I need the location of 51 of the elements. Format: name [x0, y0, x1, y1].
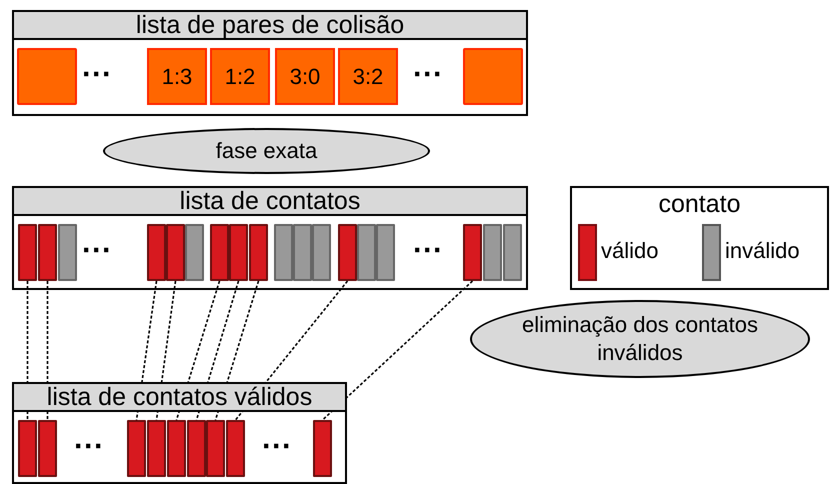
connector-line: [322, 280, 474, 421]
contact-slot: [38, 224, 57, 281]
ellipsis-label: ···: [262, 432, 292, 462]
contact-slot: [127, 420, 146, 477]
contact-slot: [166, 224, 185, 281]
contact-slot: [38, 420, 57, 477]
panel-title: lista de contatos: [14, 188, 526, 216]
contact-slot: [226, 420, 245, 477]
legend-label: válido: [601, 238, 658, 264]
list-panel: [12, 382, 347, 484]
contact-slot: [229, 224, 248, 281]
contact-slot: [18, 420, 37, 477]
pair-slot: 3:0: [275, 48, 335, 105]
contact-slot: [167, 420, 186, 477]
contact-slot: [376, 224, 395, 281]
legend-title: contato: [657, 190, 742, 218]
ellipsis-label: ···: [74, 432, 104, 462]
contact-slot: [147, 224, 166, 281]
contact-slot: [249, 224, 268, 281]
contact-slot: [185, 224, 204, 281]
contact-slot: [18, 224, 37, 281]
ellipsis-label: ···: [413, 236, 443, 266]
pair-slot: [17, 48, 77, 105]
list-panel: [12, 186, 528, 290]
pair-slot: 1:2: [210, 48, 270, 105]
contact-slot: [147, 420, 166, 477]
pair-slot: 3:2: [338, 48, 398, 105]
panel-title: lista de pares de colisão: [14, 12, 526, 40]
process-ellipse: eliminação dos contatos inválidos: [470, 300, 810, 378]
contact-slot: [483, 224, 502, 281]
process-ellipse: fase exata: [103, 128, 430, 174]
list-panel: [12, 10, 528, 116]
ellipsis-label: ···: [82, 236, 112, 266]
contact-slot: [338, 224, 357, 281]
panel-title: lista de contatos válidos: [14, 384, 345, 412]
contact-slot: [274, 224, 293, 281]
legend-label: inválido: [725, 238, 800, 264]
contact-slot: [187, 420, 206, 477]
pair-slot: 1:3: [147, 48, 207, 105]
contact-slot: [313, 420, 332, 477]
contact-slot: [210, 224, 229, 281]
contact-slot: [503, 224, 522, 281]
contact-slot: [463, 224, 482, 281]
contact-slot: [312, 224, 331, 281]
contact-slot: [357, 224, 376, 281]
contact-slot: [206, 420, 225, 477]
pair-slot: [463, 48, 523, 105]
contact-slot: [58, 224, 77, 281]
contact-slot: [293, 224, 312, 281]
ellipsis-label: ···: [413, 60, 443, 90]
ellipsis-label: ···: [82, 60, 112, 90]
